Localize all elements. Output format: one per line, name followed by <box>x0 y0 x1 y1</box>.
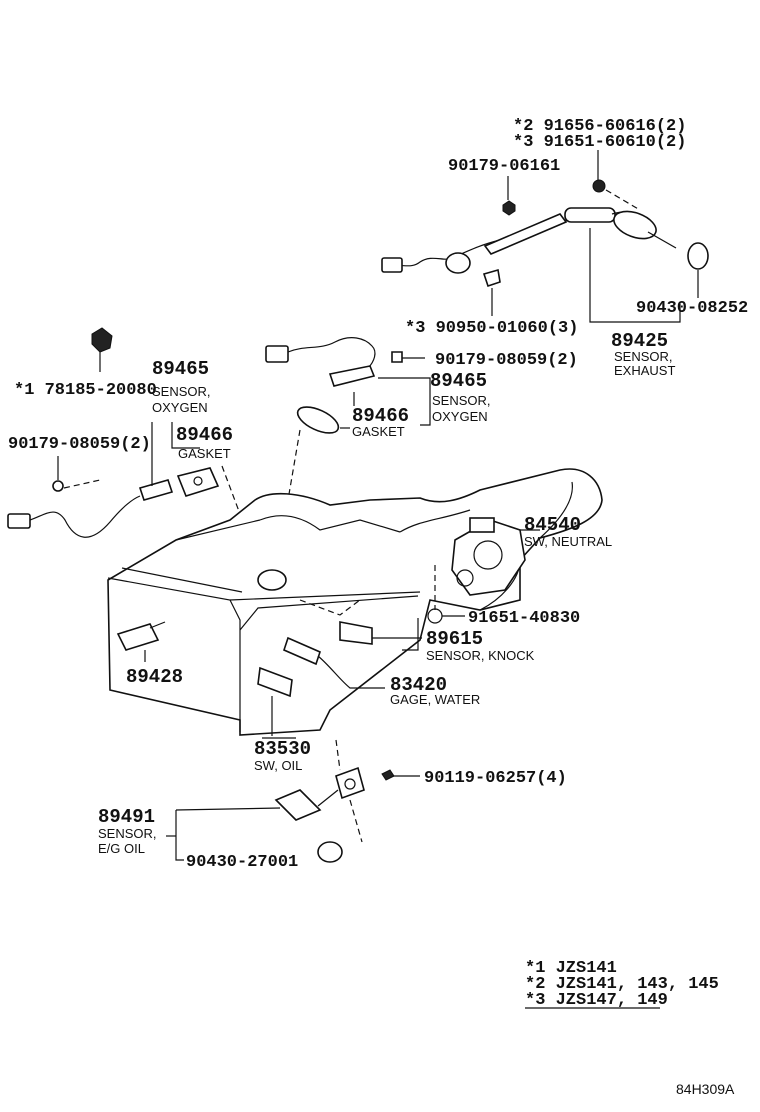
sensors-lower <box>116 621 422 863</box>
label-83530-l1: SW, OIL <box>254 758 302 773</box>
label-78185: *1 78185-20080 <box>14 381 157 400</box>
label-89465-left-l2: OXYGEN <box>152 400 208 415</box>
legend-note-1: *1 JZS141 <box>525 959 617 978</box>
label-90179-06161: 90179-06161 <box>448 157 560 176</box>
label-90950: *3 90950-01060(3) <box>405 319 578 338</box>
label-91651-40830: 91651-40830 <box>468 609 580 628</box>
drawing-code: 84H309A <box>676 1081 735 1097</box>
legend-note-3: *3 JZS147, 149 <box>525 991 668 1010</box>
label-89466-left-l1: GASKET <box>178 446 231 461</box>
applicability-legend: *1 JZS141 *2 JZS141, 143, 145 *3 JZS147,… <box>525 959 719 1010</box>
oxygen-sensor-right <box>265 337 431 501</box>
label-89615: 89615 <box>426 628 483 650</box>
label-89465-right-l2: OXYGEN <box>432 409 488 424</box>
label-84540: 84540 <box>524 514 581 536</box>
label-89466-right-l1: GASKET <box>352 424 405 439</box>
label-89491: 89491 <box>98 806 155 828</box>
label-91656: *2 91656-60616(2) <box>513 117 686 136</box>
label-84540-l1: SW, NEUTRAL <box>524 534 612 549</box>
label-89466-right: 89466 <box>352 405 409 427</box>
label-90430-27001: 90430-27001 <box>186 853 298 872</box>
part-labels: *2 91656-60616(2) *3 91651-60610(2) 9017… <box>8 117 748 872</box>
label-90119: 90119-06257(4) <box>424 769 567 788</box>
label-90430-08252: 90430-08252 <box>636 299 748 318</box>
oxygen-sensor-left <box>7 327 247 538</box>
exhaust-sensor-assembly <box>381 150 709 323</box>
label-83420-l1: GAGE, WATER <box>390 692 480 707</box>
label-91651-60610: *3 91651-60610(2) <box>513 133 686 152</box>
label-90179-08059-left: 90179-08059(2) <box>8 435 151 454</box>
label-89428: 89428 <box>126 666 183 688</box>
label-89465-right: 89465 <box>430 370 487 392</box>
label-89465-right-l1: SENSOR, <box>432 393 491 408</box>
label-89425-l2: EXHAUST <box>614 363 675 378</box>
label-89425: 89425 <box>611 330 668 352</box>
engine-block <box>107 468 603 736</box>
label-89425-l1: SENSOR, <box>614 349 673 364</box>
label-89615-l1: SENSOR, KNOCK <box>426 648 535 663</box>
label-90179-08059-right: 90179-08059(2) <box>435 351 578 370</box>
label-83420: 83420 <box>390 674 447 696</box>
legend-note-2: *2 JZS141, 143, 145 <box>525 975 719 994</box>
label-89466-left: 89466 <box>176 424 233 446</box>
label-83530: 83530 <box>254 738 311 760</box>
label-89491-l2: E/G OIL <box>98 841 145 856</box>
label-89465-left-l1: SENSOR, <box>152 384 211 399</box>
label-89465-left: 89465 <box>152 358 209 380</box>
label-89491-l1: SENSOR, <box>98 826 157 841</box>
